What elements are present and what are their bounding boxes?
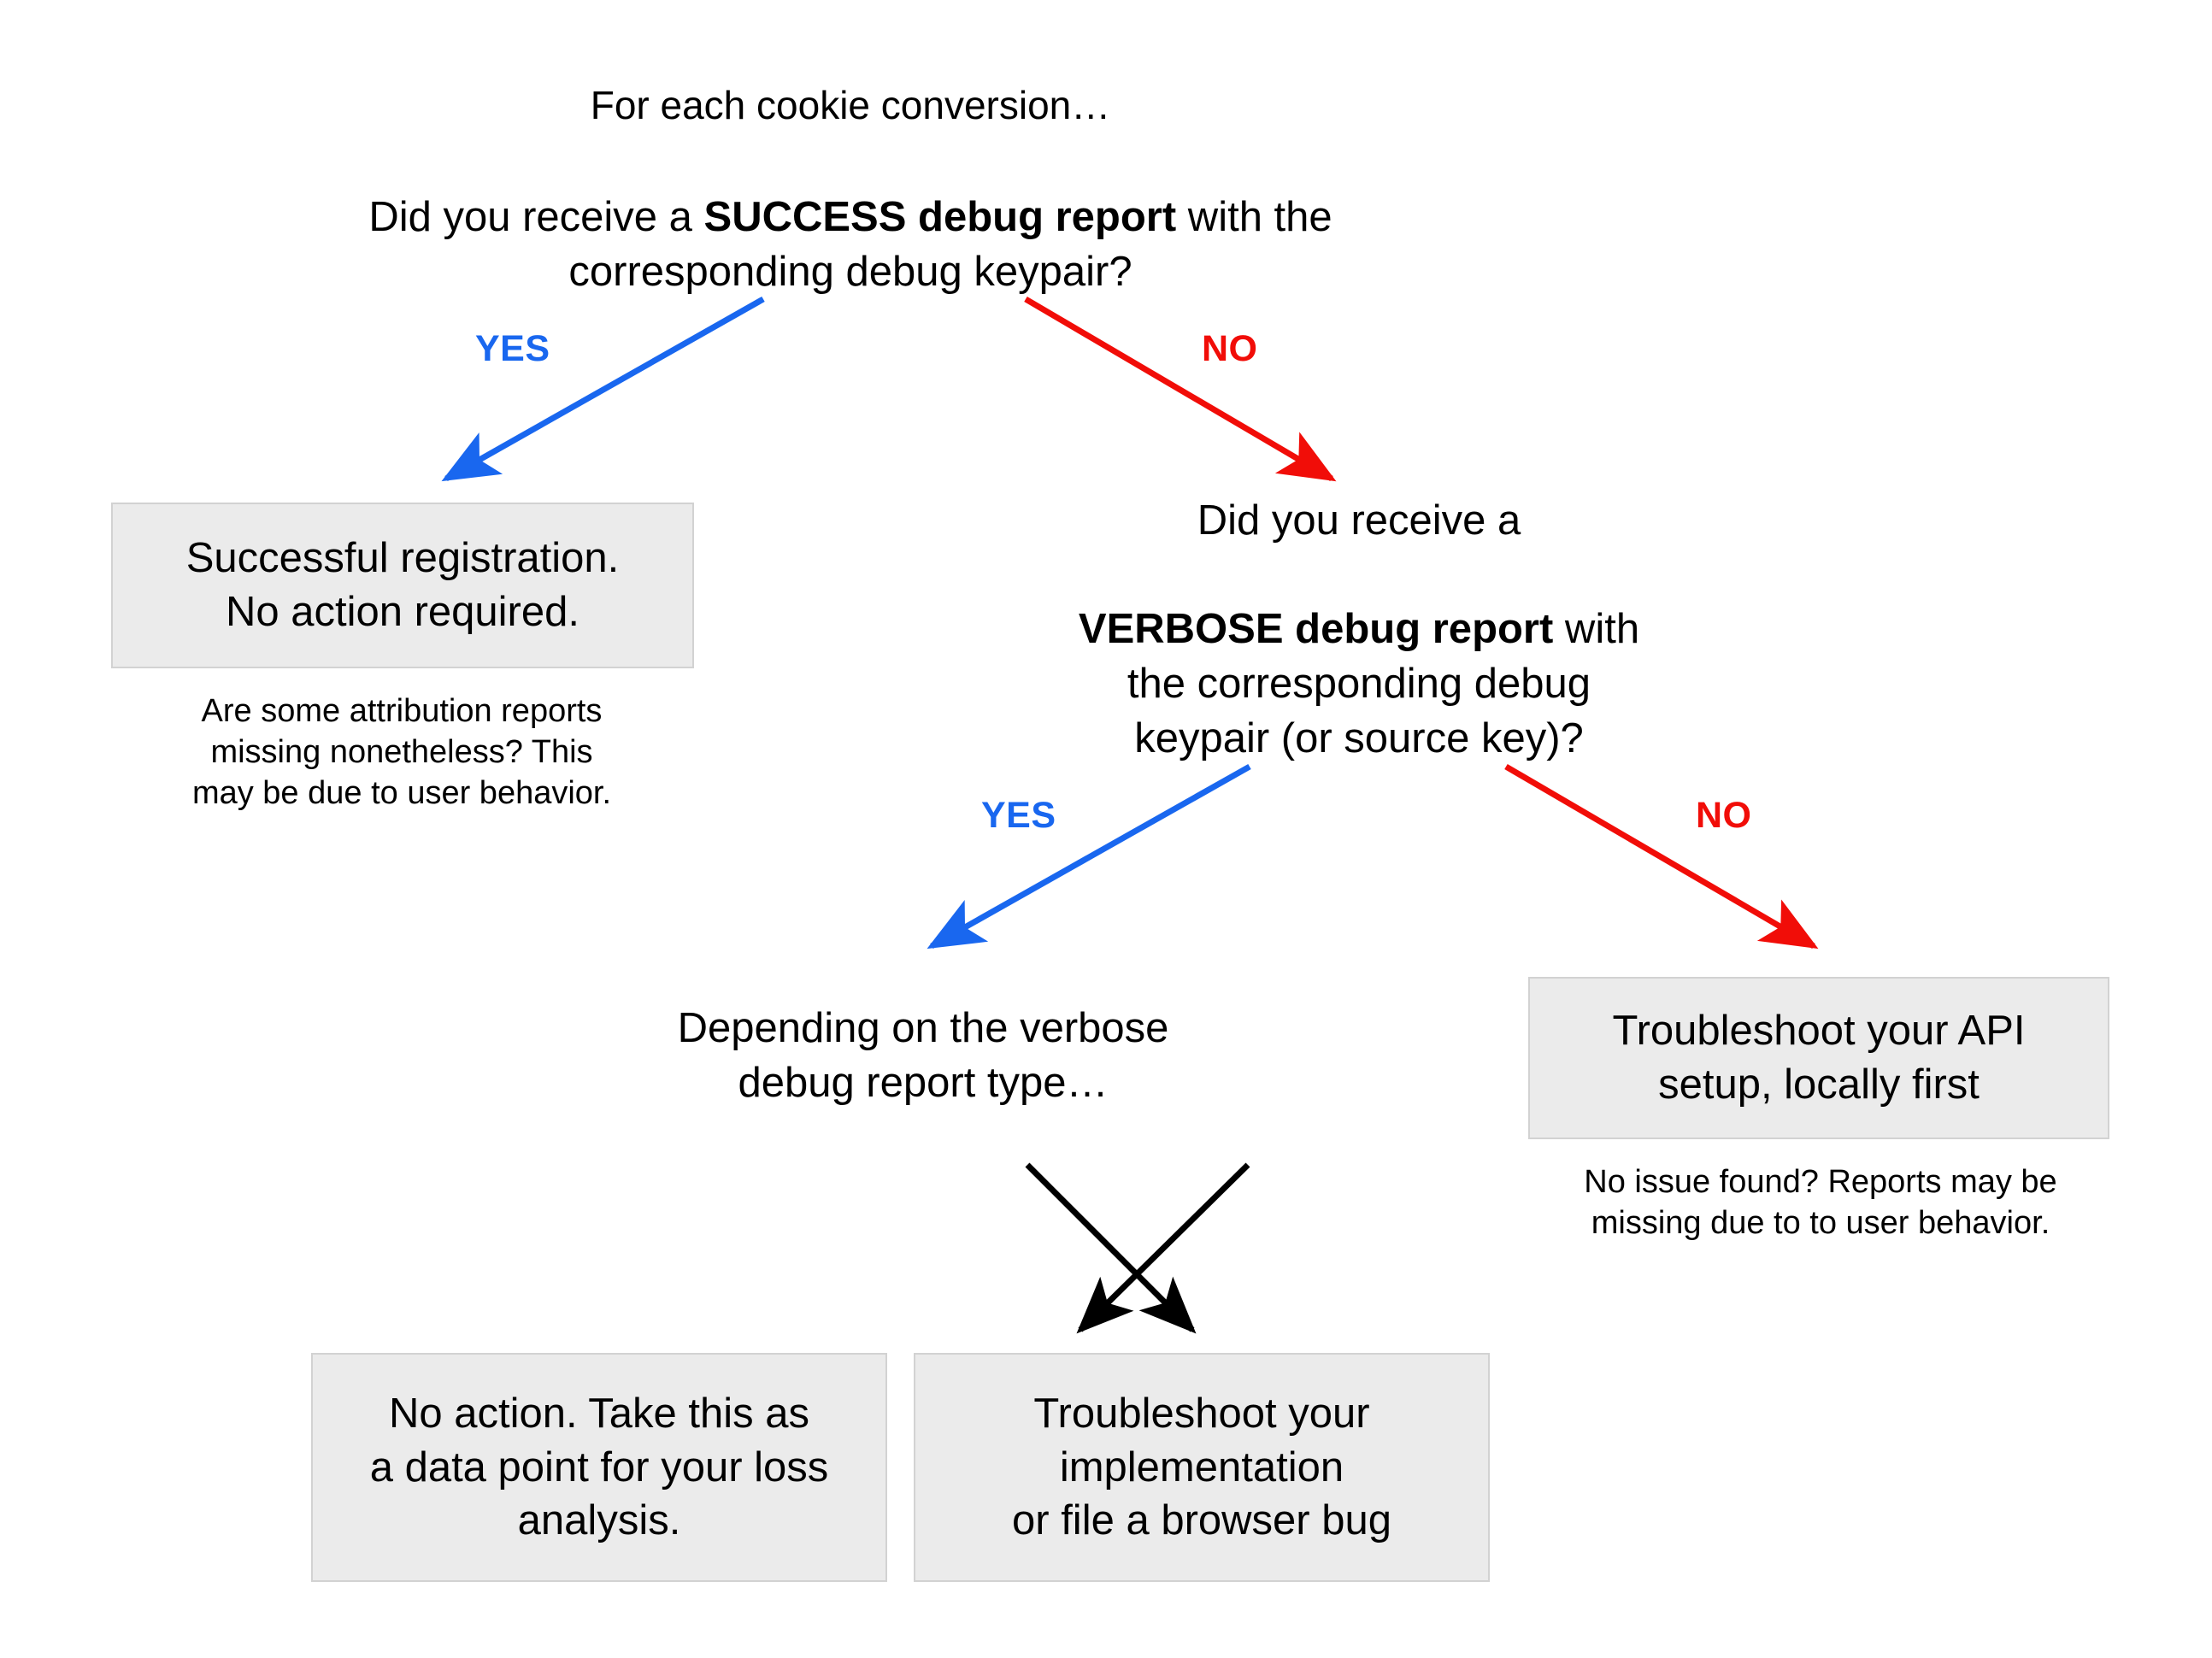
root-question-text-lead: Did you receive a bbox=[368, 194, 704, 241]
verbose-type-text: Depending on the verbose debug report ty… bbox=[677, 1004, 1169, 1106]
verbose-question-line-4: keypair (or source key)? bbox=[1134, 714, 1584, 761]
verbose-question-line-1: Did you receive a bbox=[1197, 497, 1521, 544]
edge-label-root-no: NO bbox=[1202, 328, 1258, 369]
root-question-emphasis: SUCCESS debug report bbox=[703, 194, 1177, 241]
success-note: Are some attribution reports missing non… bbox=[191, 693, 612, 811]
root-question-line-1: Did you receive a SUCCESS debug report w… bbox=[368, 136, 1332, 244]
success-box[interactable]: Successful registration. No action requi… bbox=[111, 503, 694, 668]
root-question-line-2: corresponding debug keypair? bbox=[568, 248, 1132, 295]
verbose-question-text-tail: with bbox=[1553, 606, 1640, 653]
verbose-question-line-2: VERBOSE debug report with bbox=[1079, 548, 1639, 656]
edge-root-no bbox=[1024, 296, 1337, 482]
verbose-question-line-3: the corresponding debug bbox=[1127, 660, 1591, 707]
edge-label-verbose-no: NO bbox=[1696, 795, 1752, 836]
api-box[interactable]: Troubleshoot your API setup, locally fir… bbox=[1528, 977, 2109, 1139]
no-action-box[interactable]: No action. Take this as a data point for… bbox=[311, 1353, 887, 1582]
edge-verbose-no bbox=[1504, 763, 1819, 950]
root-question-text-tail: with the bbox=[1176, 194, 1332, 241]
edge-root-yes bbox=[441, 296, 765, 482]
api-note: No issue found? Reports may be missing d… bbox=[1584, 1163, 2057, 1241]
edge-verbose-yes bbox=[927, 763, 1251, 950]
root-question: Did you receive a SUCCESS debug report w… bbox=[282, 162, 1419, 295]
edge-label-verbose-yes: YES bbox=[981, 795, 1056, 836]
edge-type-left bbox=[1076, 1162, 1250, 1334]
verbose-question-emphasis: VERBOSE debug report bbox=[1078, 606, 1554, 653]
edge-type-right bbox=[1025, 1162, 1197, 1334]
edge-label-root-yes: YES bbox=[475, 328, 550, 369]
verbose-question: Did you receive a VERBOSE debug report w… bbox=[1017, 497, 1701, 761]
impl-box[interactable]: Troubleshoot your implementation or file… bbox=[914, 1353, 1490, 1582]
page-title: For each cookie conversion… bbox=[590, 83, 1111, 128]
